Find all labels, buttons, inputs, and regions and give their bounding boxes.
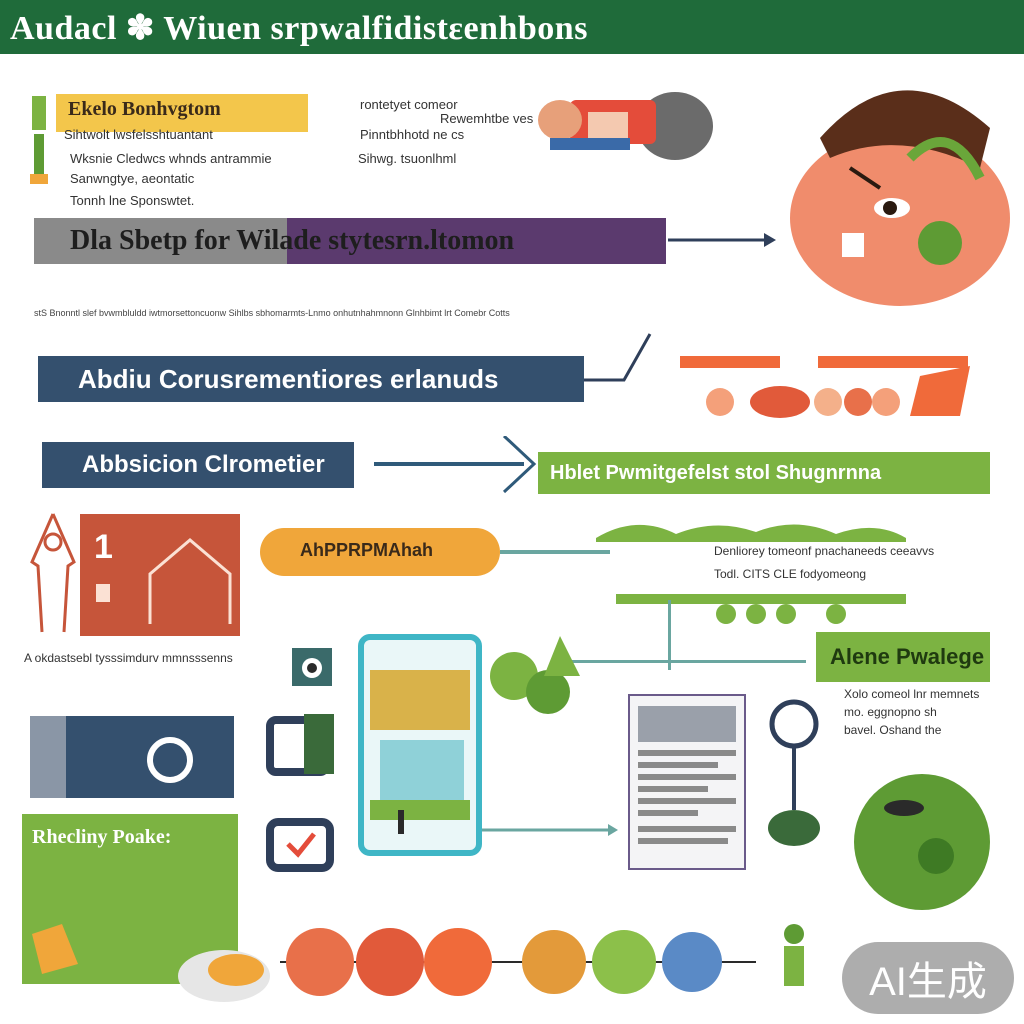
face-illustration	[780, 58, 1010, 308]
camera-icon	[290, 642, 334, 690]
pill-connector-line	[500, 550, 610, 554]
banner-corusrementiores-text: Abdiu Corusrementiores erlanuds	[78, 363, 499, 394]
horizontal-connector	[560, 660, 806, 663]
separator-caption: stS Bnonntl slef bvwmbluldd iwtmorsetton…	[34, 308, 510, 318]
document-card	[628, 694, 746, 870]
banner-step-text: Dla Sbetp for Wilade stytesrn.ltomon	[70, 225, 515, 256]
ai-generated-badge: AI生成	[842, 942, 1014, 1014]
bottom-left-title: Rhecliny Poake:	[32, 826, 172, 848]
phone-to-doc-arrow	[482, 822, 620, 838]
top-left-line1: Wksnie Cledwcs whnds antrammie	[70, 151, 272, 166]
green-figure-icon	[26, 96, 52, 188]
banner-step: Dla Sbetp for Wilade stytesrn.ltomon	[34, 218, 666, 264]
sleeping-person-illustration	[530, 88, 720, 164]
header-bar	[0, 0, 1024, 54]
right-low-line2: mo. eggnopno sh	[844, 705, 937, 719]
bottom-left-panel: Rhecliny Poake:	[22, 814, 238, 984]
banner-shugnrnna-text: Hblet Pwmitgefelst stol Shugnrnna	[550, 461, 882, 484]
pills-icon	[164, 940, 276, 1010]
check-icon	[266, 818, 346, 872]
navy-panel	[30, 716, 234, 798]
top-center-line2: Pinntbhhotd ne cs	[360, 127, 465, 142]
phone-card	[358, 634, 482, 856]
top-left-line3: Tonnh lne Sponswtet.	[70, 193, 195, 208]
page-title: Audacl ✽ Wiuen srpwalfidistεenhbons	[10, 10, 588, 47]
arrow-right-icon	[668, 230, 778, 250]
banner-shugnrnna: Hblet Pwmitgefelst stol Shugnrnna	[538, 452, 990, 494]
banner-clrometier: Abbsicion Clrometier	[42, 442, 354, 488]
connector-arrow-icon	[354, 434, 544, 496]
small-figure-icon	[774, 920, 814, 1000]
magnifier-icon	[764, 698, 824, 848]
orange-pill: AhPPRPMAhah	[260, 528, 500, 576]
building-card-number: 1	[94, 528, 113, 566]
top-center-line4: Sihwg. tsuonlhml	[358, 151, 457, 166]
top-center-line1: rontetyet comeor	[360, 97, 458, 112]
orange-flask-row	[680, 346, 1000, 430]
top-left-sub: Sihtwolt lwsfelsshtuantant	[64, 127, 213, 142]
bottom-circles-row	[280, 920, 760, 1010]
leaf-cluster-icon	[484, 636, 584, 736]
right-low-line3: bavel. Oshand the	[844, 723, 942, 737]
top-center-line3: Rewemhtbe ves	[440, 111, 534, 126]
right-mid-line2: Todl. CITS CLE fodyomeong	[714, 567, 867, 581]
right-low-line1: Xolo comeol lnr memnets	[844, 687, 980, 701]
building-card: 1	[80, 514, 240, 636]
top-left-label-title: Ekelo Bonhvgtom	[68, 98, 221, 120]
green-label: Alene Pwalege	[816, 632, 990, 682]
check-arrow-icon	[584, 330, 654, 386]
vertical-connector	[668, 600, 671, 670]
top-left-line2: Sanwngtye, aeontatic	[70, 171, 195, 186]
person-outline-icon	[28, 512, 78, 636]
right-mid-line1: Denliorey tomeonf pnachaneeds ceeavvs	[714, 544, 935, 558]
green-plants-row	[596, 514, 916, 626]
left-caption: A okdastsebl tysssimdurv mmnsssenns	[24, 651, 233, 665]
top-left-label: Ekelo Bonhvgtom	[56, 94, 308, 132]
green-label-text: Alene Pwalege	[830, 644, 985, 669]
banner-clrometier-text: Abbsicion Clrometier	[82, 451, 325, 478]
banner-corusrementiores: Abdiu Corusrementiores erlanuds	[38, 356, 584, 402]
orange-pill-text: AhPPRPMAhah	[300, 540, 434, 560]
green-globe-illustration	[852, 772, 992, 912]
lock-icon	[264, 712, 338, 778]
